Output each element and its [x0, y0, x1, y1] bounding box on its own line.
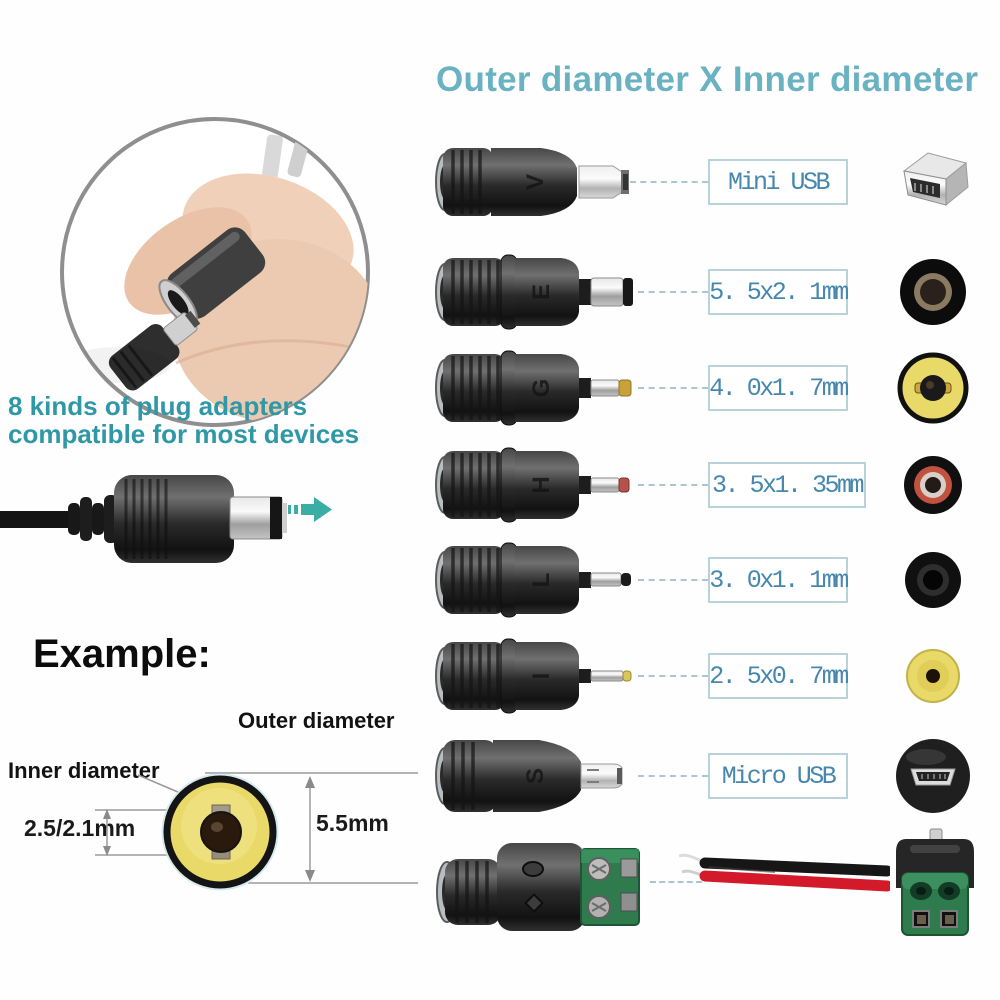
connector-line	[630, 181, 708, 183]
size-label: 2. 5x0. 7mm	[709, 661, 849, 691]
adapter-photo-3.0x1.1: L	[435, 542, 631, 618]
size-label: Micro USB	[721, 761, 837, 791]
adapter-marking: L	[528, 573, 555, 588]
micro-usb-plug-face-icon	[896, 739, 970, 813]
inner-diameter-label: Inner diameter	[8, 758, 160, 783]
inner-size-value: 2.5/2.1mm	[24, 815, 136, 841]
hand-holding-adapter-photo	[60, 117, 370, 427]
outer-size-value: 5.5mm	[316, 810, 389, 836]
red-wire	[699, 870, 890, 892]
black-wire	[699, 857, 890, 877]
dimension-arrowheads	[103, 776, 315, 882]
cable	[0, 511, 78, 528]
tip-end	[618, 379, 632, 397]
plug-prong	[261, 134, 283, 186]
size-label-box: Micro USB	[708, 753, 848, 799]
connector-line	[638, 579, 708, 581]
yellow-2.5mm-tip-face-icon	[906, 649, 960, 703]
photo-shadow	[66, 347, 170, 383]
plug-face-diagram	[95, 772, 418, 891]
size-label-box: 3. 5x1. 35mm	[708, 462, 866, 508]
yellow-4.0mm-tip-face-icon	[897, 352, 969, 424]
adapter-marking: E	[528, 284, 555, 300]
size-label-box: 3. 0x1. 1mm	[708, 557, 849, 603]
size-label: 5. 5x2. 1mm	[709, 277, 849, 307]
center-pin-highlight	[211, 822, 223, 832]
plug-face-rim-glow	[161, 773, 279, 891]
black-3.0mm-tip-face-icon	[905, 552, 961, 608]
wire-clamp-slot	[620, 858, 638, 878]
adapter-marking: I	[528, 673, 555, 680]
size-label-box: 5. 5x2. 1mm	[708, 269, 849, 315]
red-3.5mm-tip-face-icon	[904, 456, 962, 514]
adapter-photo-5.5x2.1: E	[435, 254, 633, 330]
connector-line	[638, 775, 708, 777]
intro-text-line1: 8 kinds of plug adapters	[8, 391, 308, 421]
plug-ribs	[124, 479, 168, 559]
wire-clamp-slot	[620, 892, 638, 912]
micro-usb-connector	[580, 763, 623, 789]
mini-usb-connector	[578, 165, 626, 199]
adapter-photo-3.5x1.35: H	[435, 447, 630, 523]
adapter-photo-2.5x0.7: I	[435, 638, 632, 714]
plug-tip	[282, 503, 287, 533]
tip-end	[623, 278, 633, 306]
adapter-photo-screw-terminal	[436, 843, 640, 931]
mini-usb-plug-face-icon	[902, 152, 969, 207]
intro-text-line2: compatible for most devices	[8, 419, 360, 449]
strain-relief	[68, 495, 118, 543]
arrow-icon	[288, 497, 332, 522]
page-title: Outer diameter X Inner diameter	[436, 60, 979, 99]
connector-line	[638, 291, 708, 293]
connector-line	[638, 387, 708, 389]
finger-crease	[175, 339, 357, 365]
adapter-marking: S	[522, 768, 549, 784]
adapter-photo-4.0x1.7: G	[435, 350, 632, 426]
adapter-photo-micro-usb: S	[435, 740, 623, 812]
adapter-marking: H	[528, 476, 555, 493]
tip-end	[618, 477, 630, 493]
connector-line	[638, 675, 708, 677]
adapter-marking: V	[522, 174, 549, 190]
size-label-box: 2. 5x0. 7mm	[708, 653, 849, 699]
size-label-box: Mini USB	[708, 159, 848, 205]
example-heading: Example:	[33, 632, 211, 676]
adapter-photo-mini-usb: V	[435, 148, 629, 216]
plug-tip-band	[270, 497, 282, 539]
plug-body	[114, 475, 234, 563]
size-label: 3. 0x1. 1mm	[709, 565, 849, 595]
tip-end	[621, 573, 631, 586]
size-label-box: 4. 0x1. 7mm	[708, 365, 849, 411]
size-label: 3. 5x1. 35mm	[711, 470, 865, 500]
center-pin	[200, 811, 242, 853]
black-5.5mm-barrel-face-icon	[900, 259, 966, 325]
tip-end	[622, 670, 632, 682]
size-label: Mini USB	[727, 167, 831, 197]
green-screw-terminal-block-icon	[896, 828, 974, 936]
adapter-marking: G	[528, 379, 555, 398]
connector-line	[650, 881, 702, 883]
dc-plug-cable-photo	[0, 475, 332, 563]
male-dc-plug	[108, 310, 201, 391]
connector-line	[638, 484, 708, 486]
terminal-housing	[497, 843, 585, 931]
red-black-wire-pair	[678, 853, 890, 892]
size-label: 4. 0x1. 7mm	[709, 373, 849, 403]
outer-diameter-label: Outer diameter	[238, 708, 395, 733]
